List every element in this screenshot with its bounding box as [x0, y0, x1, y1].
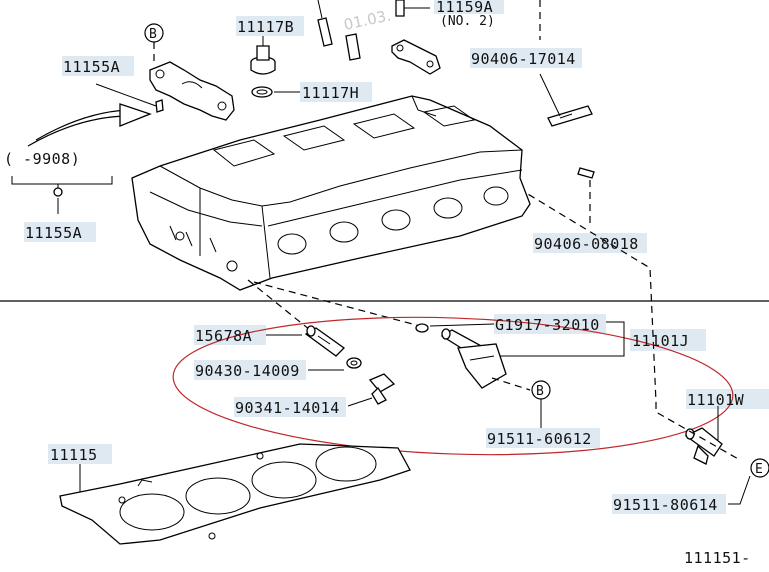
footer-code: 111151- [684, 549, 751, 567]
label-15678a[interactable]: 15678A [195, 327, 252, 345]
callout-b-top [144, 23, 164, 43]
label-11101w[interactable]: 11101W [687, 391, 745, 409]
label-11155a-top[interactable]: 11155A [63, 58, 120, 76]
label-90430-14009[interactable]: 90430-14009 [195, 362, 300, 380]
label-91511-60612[interactable]: 91511-60612 [487, 430, 592, 448]
cam-position-sensor [684, 427, 723, 465]
grommet-part [250, 45, 276, 75]
cylinder-head [131, 95, 531, 291]
label-g1917-32010[interactable]: G1917-32010 [495, 316, 600, 334]
oil-filter-part [304, 325, 346, 357]
highlight-ellipse [172, 316, 734, 456]
callout-e-text: E [755, 462, 763, 477]
label-11155a-bottom[interactable]: 11155A [25, 224, 82, 242]
label-date-range: ( -9908) [4, 150, 80, 168]
bearing-cap-left [149, 61, 235, 121]
label-90341-14014[interactable]: 90341-14014 [235, 399, 340, 417]
label-90406-08018[interactable]: 90406-08018 [534, 235, 639, 253]
head-gasket [59, 443, 411, 545]
watermark-text: 01.03. [342, 6, 392, 34]
label-11117b[interactable]: 11117B [237, 18, 294, 36]
label-11101j[interactable]: 11101J [632, 332, 689, 350]
callout-b-middle-text: B [536, 384, 544, 399]
label-90406-17014[interactable]: 90406-17014 [471, 50, 576, 68]
callout-e [750, 458, 769, 478]
oil-control-valve [440, 328, 507, 389]
callout-b-top-text: B [149, 27, 157, 42]
label-91511-80614[interactable]: 91511-80614 [613, 496, 718, 514]
union-bolt-part [368, 373, 396, 405]
label-11117h[interactable]: 11117H [302, 84, 359, 102]
label-11159a[interactable]: 11159A [436, 0, 493, 16]
label-11159a-note: (NO. 2) [440, 14, 495, 29]
label-11115[interactable]: 11115 [50, 446, 98, 464]
